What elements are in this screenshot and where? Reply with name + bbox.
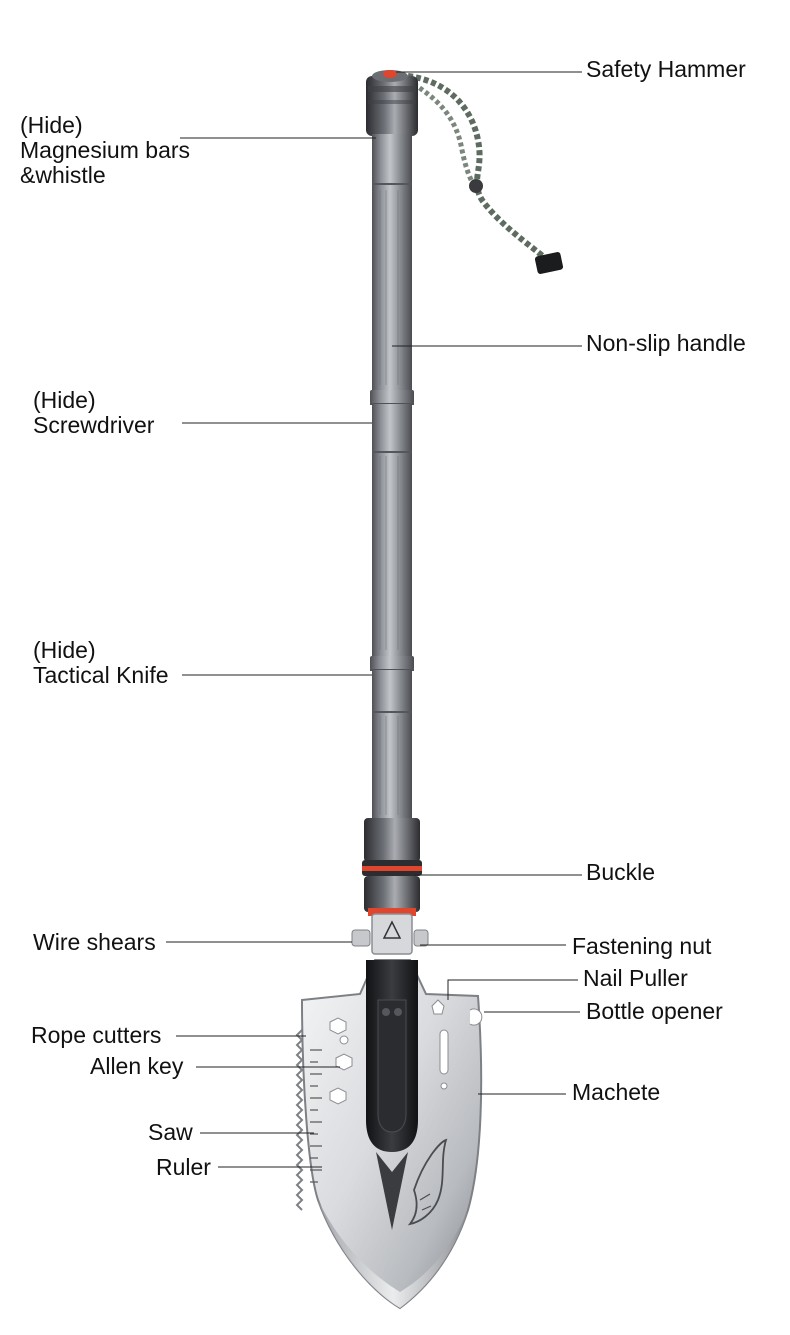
safety-hammer-text: Safety Hammer — [586, 56, 746, 82]
handle — [370, 134, 414, 820]
magnesium-line1-text: Magnesium bars — [20, 137, 191, 163]
magnesium-line2-text: &whistle — [20, 162, 106, 188]
buckle-collar — [362, 818, 422, 916]
label-allen-key: Allen key — [90, 1054, 183, 1079]
magnesium-hide-text: (Hide) — [20, 112, 83, 138]
buckle-text: Buckle — [586, 859, 656, 885]
wire-shears-text: Wire shears — [33, 929, 156, 955]
ruler-text: Ruler — [156, 1154, 211, 1180]
label-buckle: Buckle — [586, 860, 655, 885]
leader-lines — [166, 71, 582, 1168]
label-fastening-nut: Fastening nut — [572, 934, 711, 959]
bottle-opener-text: Bottle opener — [586, 998, 723, 1024]
neck-fitting — [351, 913, 429, 955]
safety-hammer-head — [366, 70, 418, 136]
screwdriver-hide-text: (Hide) — [33, 387, 96, 413]
label-nail-puller: Nail Puller — [583, 966, 688, 991]
label-wire-shears: Wire shears — [33, 930, 156, 955]
machete-text: Machete — [572, 1079, 661, 1105]
screwdriver-text: Screwdriver — [33, 412, 155, 438]
fastening-nut-text: Fastening nut — [572, 933, 712, 959]
lanyard — [406, 73, 564, 274]
label-saw: Saw — [148, 1120, 193, 1145]
label-rope-cutters: Rope cutters — [31, 1023, 161, 1048]
leader-nail-puller — [447, 979, 578, 1000]
label-tactical-knife: (Hide) Tactical Knife — [33, 638, 169, 688]
label-screwdriver: (Hide) Screwdriver — [33, 388, 154, 438]
label-safety-hammer: Safety Hammer — [586, 57, 746, 82]
label-bottle-opener: Bottle opener — [586, 999, 723, 1024]
shovel-blade — [295, 959, 483, 1310]
allen-key-text: Allen key — [90, 1053, 184, 1079]
label-machete: Machete — [572, 1080, 660, 1105]
label-non-slip-handle: Non-slip handle — [586, 331, 746, 356]
knife-hide-text: (Hide) — [33, 637, 96, 663]
rope-cutters-text: Rope cutters — [31, 1022, 162, 1048]
saw-text: Saw — [148, 1119, 193, 1145]
nail-puller-text: Nail Puller — [583, 965, 688, 991]
tactical-knife-text: Tactical Knife — [33, 662, 169, 688]
label-ruler: Ruler — [156, 1155, 211, 1180]
non-slip-handle-text: Non-slip handle — [586, 330, 746, 356]
label-magnesium: (Hide) Magnesium bars &whistle — [20, 113, 190, 188]
